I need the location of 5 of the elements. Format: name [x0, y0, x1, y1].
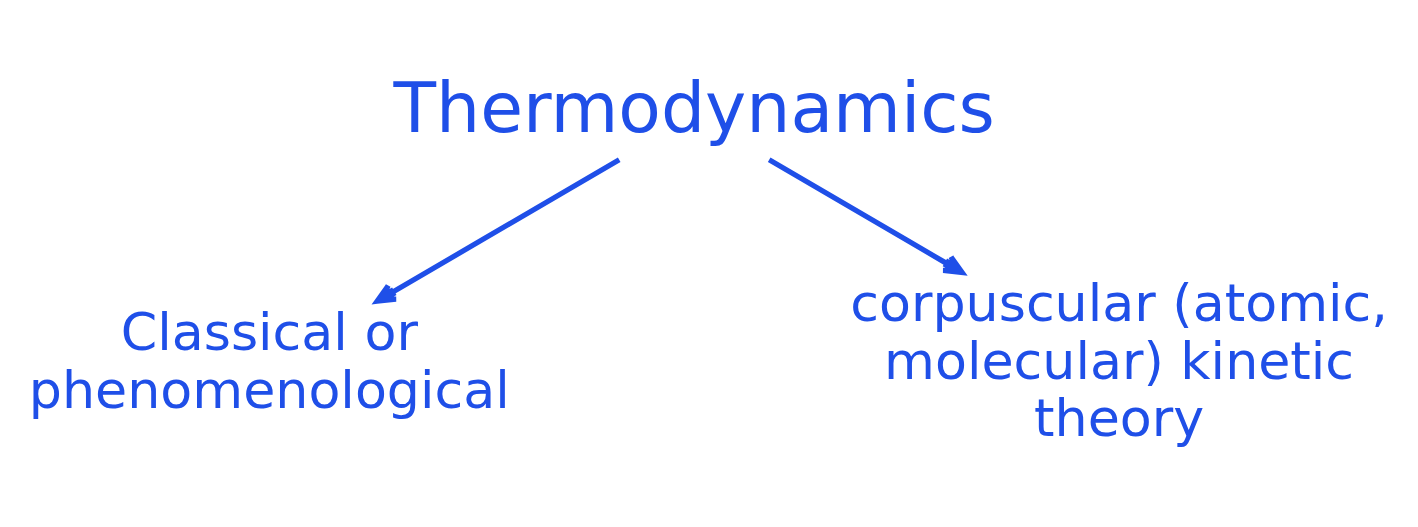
node-text: Thermodynamics	[393, 66, 995, 148]
arrow	[374, 157, 621, 304]
arrow	[767, 157, 965, 275]
node-text: Classical or phenomenological	[28, 301, 510, 420]
node-text: corpuscular (atomic, molecular) kinetic theory	[850, 272, 1388, 448]
